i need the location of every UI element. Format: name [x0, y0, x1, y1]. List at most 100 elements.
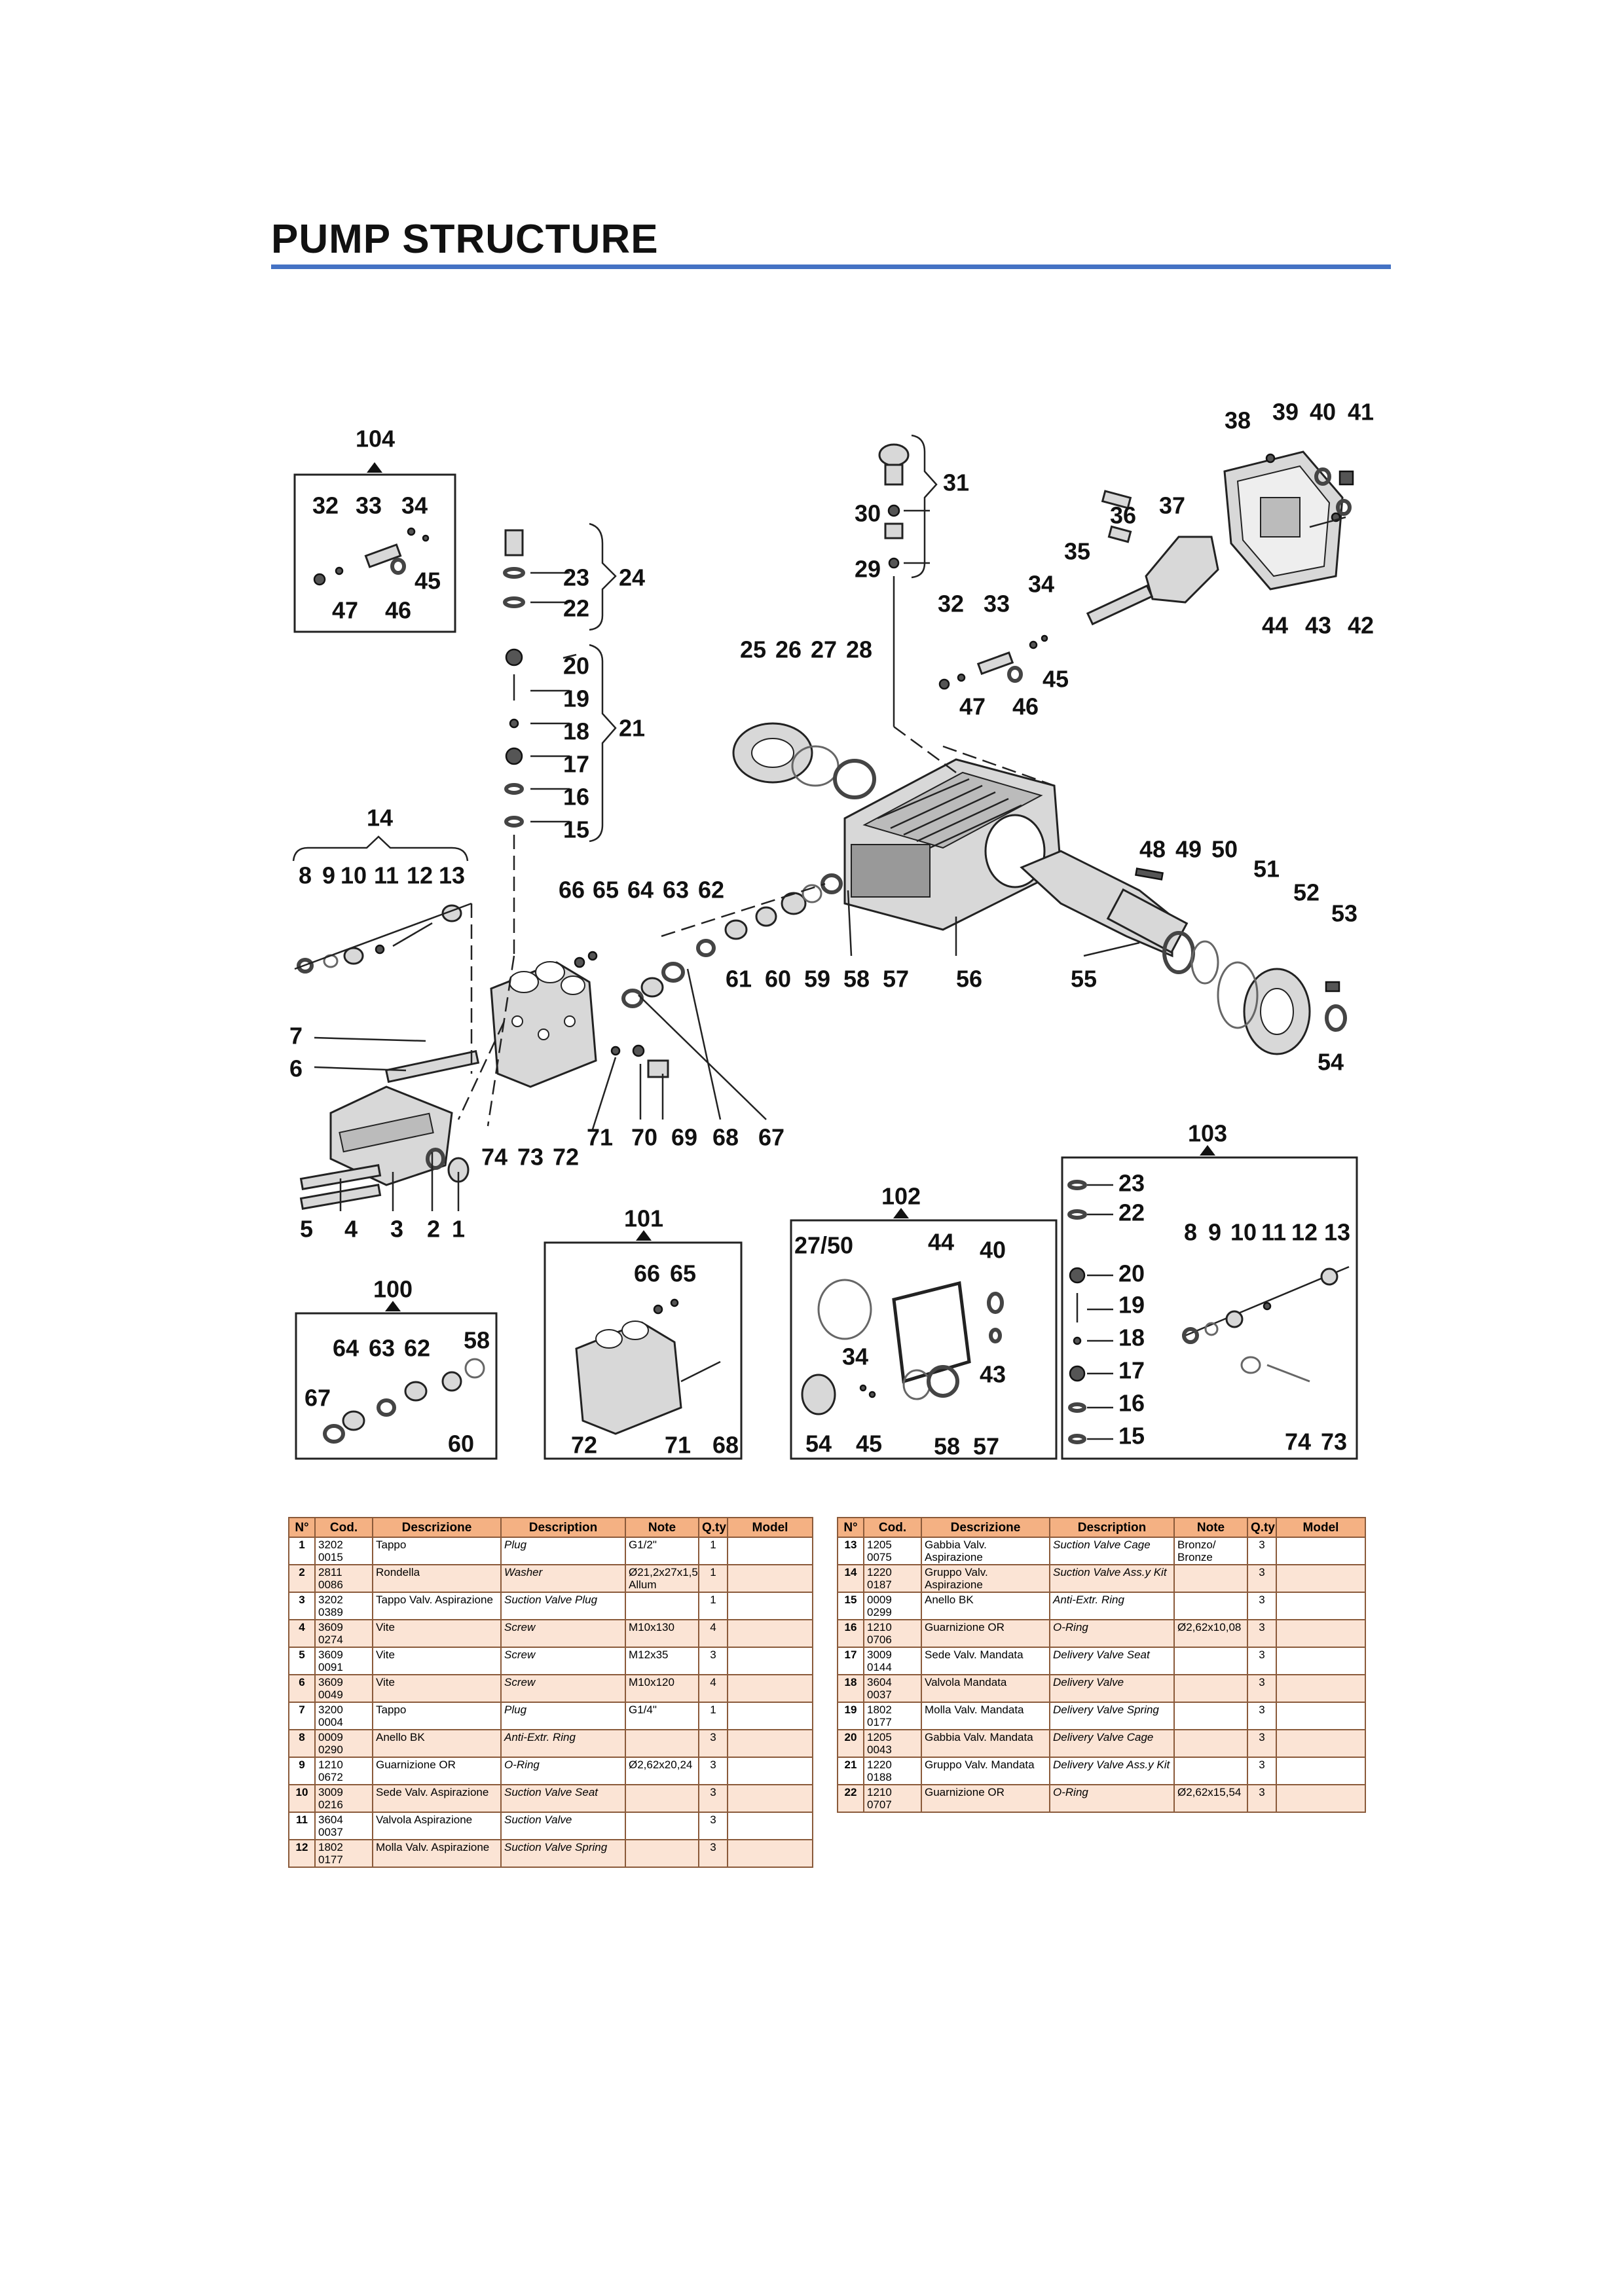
seal-stack-drawing	[574, 873, 843, 1078]
callout-55: 55	[1071, 966, 1097, 993]
column-header: Descrizione	[372, 1517, 502, 1538]
cell-note: Ø21,2x27x1,5 Allum	[625, 1564, 699, 1593]
cell-n: 18	[837, 1674, 864, 1703]
kit-104-box	[293, 473, 456, 633]
title-underline	[271, 264, 1391, 269]
cell-cod: 1210 0672	[314, 1757, 373, 1785]
callout-10: 10	[341, 862, 367, 889]
cell-qty: 3	[1247, 1537, 1277, 1565]
cell-qty: 3	[1247, 1784, 1277, 1813]
kit-100-callout-67: 67	[304, 1385, 331, 1412]
cell-n: 4	[288, 1619, 316, 1648]
kit-103-pointer	[1200, 1145, 1215, 1156]
callout-22: 22	[563, 595, 589, 622]
kit-100-callout-63: 63	[369, 1335, 395, 1362]
cell-model	[1276, 1647, 1366, 1675]
callout-15: 15	[563, 816, 589, 843]
cell-en: Screw	[500, 1647, 626, 1675]
cell-model	[727, 1537, 813, 1565]
kit-103-callout-8: 8	[1184, 1219, 1197, 1246]
cell-qty: 3	[698, 1729, 728, 1758]
cell-en: Anti-Extr. Ring	[500, 1729, 626, 1758]
cell-qty: 3	[1247, 1564, 1277, 1593]
cell-en: Suction Valve Cage	[1049, 1537, 1175, 1565]
cell-model	[727, 1839, 813, 1868]
cell-desc: Gabbia Valv. Mandata	[921, 1729, 1050, 1758]
cell-n: 9	[288, 1757, 316, 1785]
cell-note	[1173, 1702, 1248, 1730]
column-header: Descrizione	[921, 1517, 1050, 1538]
kit-101-callout-65: 65	[670, 1260, 696, 1287]
cell-cod: 1205 0075	[863, 1537, 922, 1565]
cell-note	[625, 1839, 699, 1868]
cell-note: G1/2"	[625, 1537, 699, 1565]
cell-desc: Guarnizione OR	[921, 1619, 1050, 1648]
cell-note	[1173, 1757, 1248, 1785]
callout-62: 62	[698, 877, 724, 903]
cell-model	[727, 1564, 813, 1593]
callout-27: 27	[811, 636, 837, 663]
cell-cod: 3609 0091	[314, 1647, 373, 1675]
cell-model	[727, 1619, 813, 1648]
callout-59: 59	[804, 966, 830, 993]
kit-103-callout-17: 17	[1118, 1357, 1145, 1384]
column-header: Note	[1173, 1517, 1248, 1538]
cell-en: O-Ring	[1049, 1619, 1175, 1648]
crankcase-drawing	[843, 758, 1062, 931]
kit-100-number: 100	[373, 1276, 413, 1303]
cell-en: O-Ring	[500, 1757, 626, 1785]
kit-101-callout-66: 66	[634, 1260, 660, 1287]
cell-note: Bronzo/ Bronze	[1173, 1537, 1248, 1565]
leader-lines	[314, 509, 1140, 1440]
cell-desc: Sede Valv. Mandata	[921, 1647, 1050, 1675]
crankshaft-drawing	[1020, 850, 1189, 958]
suction-valve-kit-drawing	[294, 902, 472, 974]
cell-note	[625, 1729, 699, 1758]
kit-100-callout-58: 58	[464, 1327, 490, 1354]
cell-qty: 1	[698, 1537, 728, 1565]
callout-37: 37	[1159, 492, 1185, 519]
cell-cod: 3609 0274	[314, 1619, 373, 1648]
callout-36: 36	[1110, 502, 1136, 529]
kit-103-number: 103	[1188, 1120, 1227, 1147]
callout-71: 71	[587, 1124, 613, 1151]
cell-qty: 3	[1247, 1729, 1277, 1758]
cell-qty: 3	[1247, 1592, 1277, 1620]
cell-model	[727, 1784, 813, 1813]
callout-74: 74	[481, 1144, 507, 1171]
cell-note: Ø2,62x15,54	[1173, 1784, 1248, 1813]
cell-en: Delivery Valve Spring	[1049, 1702, 1175, 1730]
column-header: Q.ty	[1247, 1517, 1277, 1538]
cell-model	[727, 1592, 813, 1620]
kit-104-callout-45: 45	[415, 568, 441, 594]
cell-cod: 3604 0037	[314, 1812, 373, 1840]
callout-35: 35	[1064, 538, 1090, 565]
cell-cod: 3200 0004	[314, 1702, 373, 1730]
kit-103-box	[1061, 1156, 1358, 1460]
callout-24: 24	[619, 564, 645, 591]
cell-n: 11	[288, 1812, 316, 1840]
cell-qty: 3	[1247, 1702, 1277, 1730]
cell-model	[727, 1702, 813, 1730]
cell-cod: 1210 0707	[863, 1784, 922, 1813]
cell-en: O-Ring	[1049, 1784, 1175, 1813]
cell-cod: 3202 0389	[314, 1592, 373, 1620]
cell-model	[727, 1647, 813, 1675]
cell-desc: Molla Valv. Aspirazione	[372, 1839, 502, 1868]
cell-desc: Vite	[372, 1619, 502, 1648]
kit-100-callout-64: 64	[333, 1335, 359, 1362]
cell-note	[625, 1784, 699, 1813]
callout-50: 50	[1211, 836, 1238, 863]
cell-model	[727, 1757, 813, 1785]
kit-100-drawing	[323, 1358, 485, 1444]
cell-cod: 1205 0043	[863, 1729, 922, 1758]
cell-cod: 3202 0015	[314, 1537, 373, 1565]
